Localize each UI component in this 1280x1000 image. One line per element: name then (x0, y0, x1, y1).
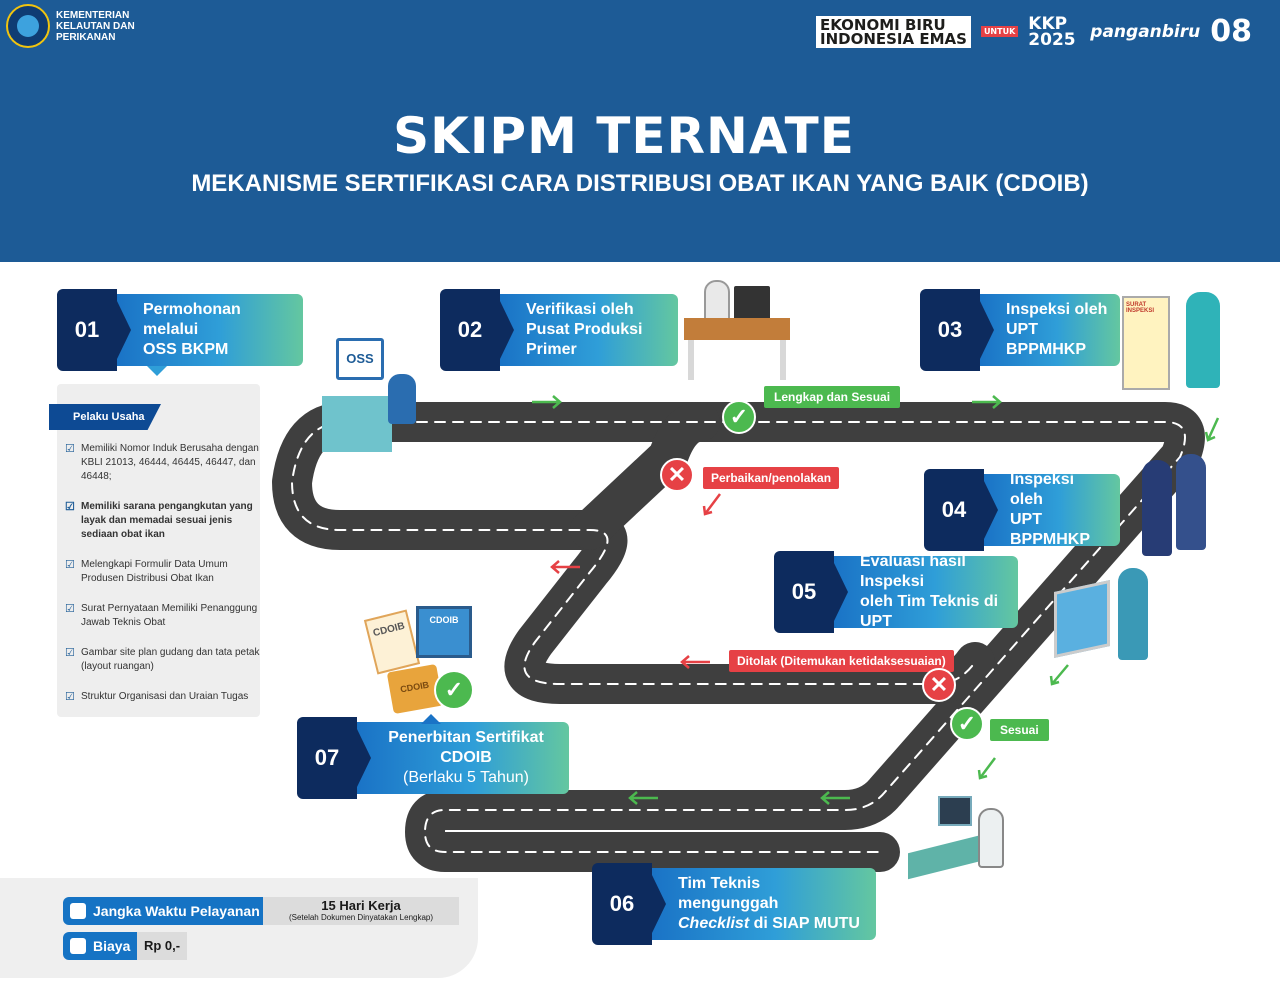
monitor (734, 286, 770, 322)
certificate-illustration: CDOIB CDOIB CDOIB ✓ (363, 606, 478, 716)
step-number: 05 (774, 551, 848, 633)
check-icon-verifikasi: ✓ (722, 400, 756, 434)
inspection-board-illustration: SURAT INSPEKSI (1118, 292, 1238, 402)
ministry-name: KEMENTERIAN KELAUTAN DAN PERIKANAN (56, 10, 135, 43)
cost-label: Biaya (63, 932, 137, 960)
inspector-figure (1186, 292, 1220, 388)
arrow-right-1 (532, 395, 562, 409)
lengkap-label: Lengkap dan Sesuai (764, 386, 901, 408)
perbaikan-label: Perbaikan/penolakan (703, 467, 840, 489)
partner-logos: EKONOMI BIRU INDONESIA EMAS UNTUK KKP 20… (815, 13, 1252, 50)
step-07: 07 Penerbitan Sertifikat CDOIB(Berlaku 5… (297, 717, 569, 799)
checkbox-icon: ☑ (65, 501, 75, 513)
arrow-down-3 (977, 757, 996, 780)
checkbox-icon: ☑ (65, 559, 75, 571)
step-number: 06 (592, 863, 666, 945)
requirement-item: ☑Memiliki Nomor Induk Berusaha dengan KB… (65, 443, 259, 482)
kkp-2025-logo: KKP 2025 (1028, 13, 1076, 50)
arrow-left-1 (820, 791, 850, 805)
calendar-icon (70, 903, 86, 919)
step-label: Tim Teknis mengunggah Checklist di SIAP … (652, 868, 876, 940)
checkbox-icon: ☑ (65, 443, 75, 455)
cross-icon-perbaikan: ✕ (660, 458, 694, 492)
cost-value: Rp 0,- (137, 932, 187, 960)
person-figure (978, 808, 1004, 868)
evaluation-illustration (1054, 568, 1154, 664)
cdoib-monitor: CDOIB (416, 606, 472, 658)
step-06: 06 Tim Teknis mengunggah Checklist di SI… (592, 863, 876, 945)
requirement-item: ☑Melengkapi Formulir Data Umum Produsen … (65, 559, 228, 584)
panganbiru-logo: panganbiru (1090, 21, 1201, 42)
requirement-item: ☑Surat Pernyataan Memiliki Penanggung Ja… (65, 603, 258, 628)
page-subtitle: MEKANISME SERTIFIKASI CARA DISTRIBUSI OB… (191, 170, 1089, 197)
page-title: SKIPM TERNATE (393, 107, 855, 165)
checkbox-icon: ☑ (65, 691, 75, 703)
arrow-right-2 (972, 395, 1002, 409)
desk-legs (688, 340, 786, 380)
pointer-triangle (421, 714, 441, 724)
ditolak-label: Ditolak (Ditemukan ketidaksesuaian) (729, 650, 954, 672)
arrow-left-red-2 (680, 655, 710, 669)
pointer-triangle (147, 366, 167, 376)
desk (322, 396, 392, 452)
checkbox-icon: ☑ (65, 647, 75, 659)
requirement-item: ☑Memiliki sarana pengangkutan yang layak… (65, 501, 253, 540)
step-label: Penerbitan Sertifikat CDOIB(Berlaku 5 Ta… (357, 722, 569, 794)
presentation-screen (1054, 580, 1110, 658)
step-number: 03 (920, 289, 994, 371)
untuk-label: UNTUK (980, 26, 1019, 37)
ekonomi-biru-logo: EKONOMI BIRU INDONESIA EMAS (815, 15, 971, 48)
cdoib-certificate: CDOIB (363, 609, 421, 675)
upload-desk-illustration (900, 794, 1020, 900)
step-number: 01 (57, 289, 131, 371)
step-number: 07 (297, 717, 371, 799)
checkbox-icon: ☑ (65, 603, 75, 615)
arrow-down-red (702, 493, 721, 516)
money-icon (70, 938, 86, 954)
08-logo: 08 (1210, 14, 1252, 49)
requirements-panel: Pelaku Usaha ☑Memiliki Nomor Induk Berus… (49, 384, 260, 717)
header-banner: KEMENTERIAN KELAUTAN DAN PERIKANAN EKONO… (0, 0, 1280, 262)
sesuai-label: Sesuai (990, 719, 1049, 741)
person-figure (388, 374, 416, 424)
oss-monitor: OSS (336, 338, 384, 380)
duration-label: Jangka Waktu Pelayanan (63, 897, 263, 925)
step-number: 04 (924, 469, 998, 551)
arrow-left-red-1 (550, 560, 580, 574)
surat-inspeksi-board: SURAT INSPEKSI (1122, 296, 1170, 390)
desk (684, 318, 790, 340)
arrow-left-2 (628, 791, 658, 805)
requirement-item: ☑Gambar site plan gudang dan tata petak … (65, 647, 260, 672)
presenter-figure (1118, 568, 1148, 660)
monitor (938, 796, 972, 826)
inspector-1 (1142, 460, 1172, 556)
inspectors-illustration (1140, 450, 1220, 560)
requirements-tag: Pelaku Usaha (49, 404, 161, 430)
arrow-down-2 (1049, 664, 1069, 686)
duration-value: 15 Hari Kerja (Setelah Dokumen Dinyataka… (263, 897, 459, 925)
ministry-logo (6, 4, 50, 48)
check-icon-certificate: ✓ (434, 670, 474, 710)
service-info-panel: Jangka Waktu Pelayanan 15 Hari Kerja (Se… (0, 878, 478, 978)
requirement-item: ☑Struktur Organisasi dan Uraian Tugas (65, 691, 249, 703)
check-icon-sesuai: ✓ (950, 707, 984, 741)
cross-icon-ditolak: ✕ (922, 668, 956, 702)
inspector-2 (1176, 454, 1206, 550)
verifier-desk-illustration (684, 278, 794, 398)
oss-desk-illustration: OSS (322, 336, 422, 464)
arrow-down-1 (1204, 417, 1220, 442)
step-number: 02 (440, 289, 514, 371)
